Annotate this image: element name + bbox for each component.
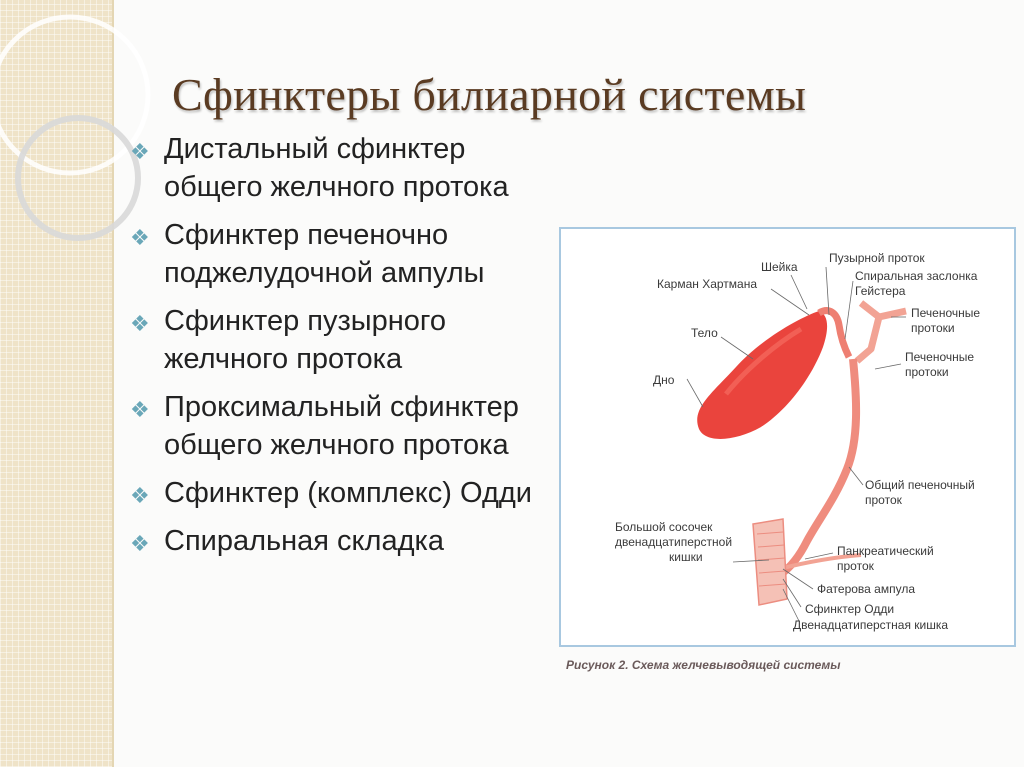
label-fundus: Дно: [653, 373, 675, 387]
diamond-bullet-icon: ❖: [130, 483, 150, 508]
leader-lines: [686, 266, 906, 622]
label-hepatic-ducts-2b: протоки: [905, 365, 949, 379]
cystic-duct: [817, 307, 853, 359]
bullet-text: Дистальный сфинктер общего желчного прот…: [164, 133, 509, 203]
bullet-text: Сфинктер пузырного желчного протока: [164, 305, 446, 375]
label-spiral-valve-1: Спиральная заслонка: [855, 269, 978, 283]
duodenum-shape: [752, 518, 788, 606]
slide-title: Сфинктеры билиарной системы: [172, 69, 807, 120]
bullet-text: Сфинктер печеночно поджелудочной ампулы: [164, 219, 485, 289]
bullet-item: ❖ Сфинктер пузырного желчного протока: [130, 302, 560, 378]
biliary-illustration: [686, 266, 907, 622]
label-spiral-valve-2: Гейстера: [855, 284, 906, 298]
side-decoration-strip: [0, 0, 114, 767]
diamond-bullet-icon: ❖: [130, 139, 150, 164]
figure-caption: Рисунок 2. Схема желчевыводящей системы: [566, 658, 841, 672]
gallbladder-shape: [697, 311, 828, 439]
label-hepatic-ducts-2a: Печеночные: [905, 350, 975, 364]
label-common-hepatic-duct-1: Общий печеночный: [865, 478, 975, 492]
bullet-text: Спиральная складка: [164, 525, 444, 557]
diamond-bullet-icon: ❖: [130, 397, 150, 422]
hepatic-ducts: [854, 300, 907, 364]
biliary-diagram: Шейка Пузырной проток Карман Хартмана Сп…: [559, 227, 1016, 647]
duodenum-folds: [756, 531, 787, 587]
bullet-item: ❖ Дистальный сфинктер общего желчного про…: [130, 130, 560, 206]
bullet-item: ❖ Сфинктер печеночно поджелудочной ампулы: [130, 216, 560, 292]
label-duodenum: Двенадцатиперстная кишка: [793, 618, 949, 632]
pancreatic-duct: [778, 553, 862, 571]
label-major-papilla-1: Большой сосочек: [615, 520, 713, 534]
diamond-bullet-icon: ❖: [130, 311, 150, 336]
bullet-item: ❖ Проксимальный сфинктер общего желчного …: [130, 388, 560, 464]
label-hartmann-pouch: Карман Хартмана: [657, 277, 758, 291]
label-common-hepatic-duct-2: проток: [865, 493, 902, 507]
bullet-text: Проксимальный сфинктер общего желчного п…: [164, 391, 519, 461]
bullet-item: ❖ Сфинктер (комплекс) Одди: [130, 474, 560, 512]
decorative-rings: [0, 14, 151, 241]
label-major-papilla-3: кишки: [669, 550, 703, 564]
label-cystic-duct: Пузырной проток: [829, 251, 925, 265]
label-sphincter-of-oddi: Сфинктер Одди: [805, 602, 895, 616]
label-pancreatic-duct-1: Панкреатический: [837, 544, 934, 558]
diamond-bullet-icon: ❖: [130, 531, 150, 556]
label-hepatic-ducts-1a: Печеночные: [911, 306, 981, 320]
bullet-list: ❖ Дистальный сфинктер общего желчного про…: [130, 130, 560, 570]
label-pancreatic-duct-2: проток: [837, 559, 874, 573]
bullet-text: Сфинктер (комплекс) Одди: [164, 477, 532, 509]
label-body: Тело: [691, 326, 718, 340]
label-neck: Шейка: [761, 260, 798, 274]
common-bile-duct: [778, 358, 861, 578]
label-ampulla-of-vater: Фатерова ампула: [817, 582, 915, 596]
bullet-item: ❖ Спиральная складка: [130, 522, 560, 560]
label-hepatic-ducts-1b: протоки: [911, 321, 955, 335]
label-major-papilla-2: двенадцатиперстной: [615, 535, 733, 549]
diamond-bullet-icon: ❖: [130, 225, 150, 250]
gallbladder-highlight: [724, 326, 803, 396]
